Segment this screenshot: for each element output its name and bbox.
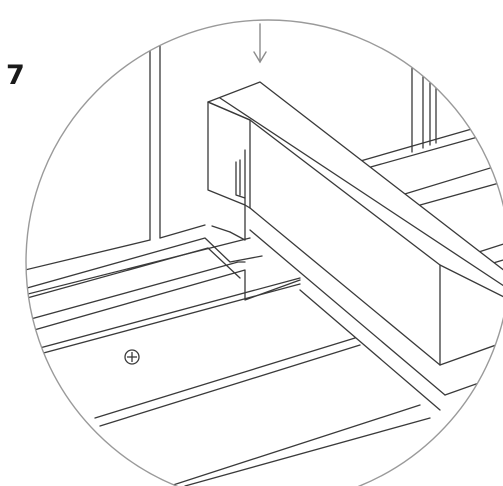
floor-panels (94, 289, 441, 486)
step-number: 7 (6, 60, 25, 91)
phillips-screw-icon (124, 349, 140, 365)
detail-circle (25, 19, 503, 486)
crossbeam (207, 81, 503, 396)
down-arrow-icon (253, 23, 267, 64)
bottom-rail (26, 225, 301, 359)
